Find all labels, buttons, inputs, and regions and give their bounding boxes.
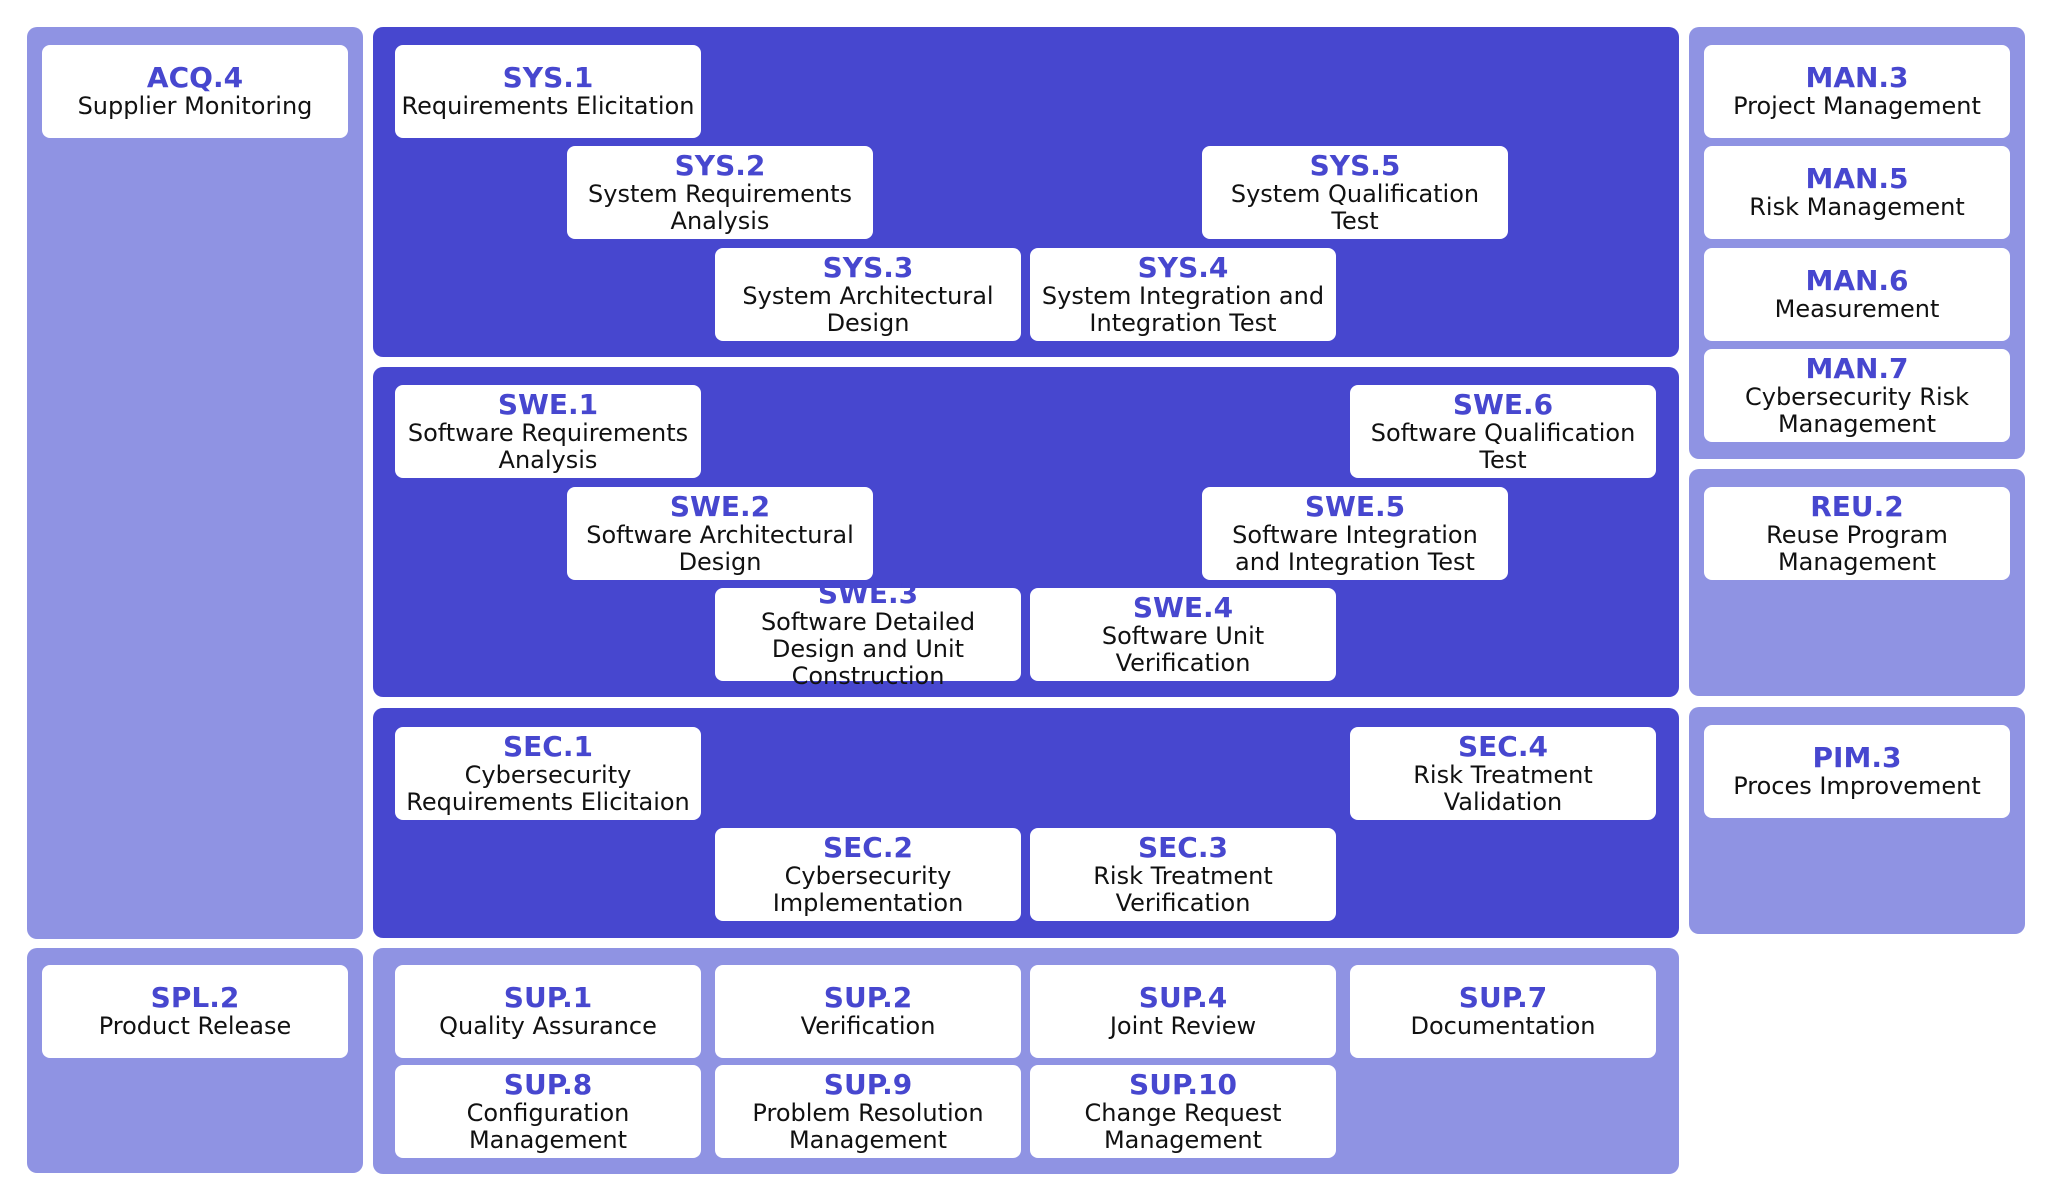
process-code: SWE.3 [817, 577, 919, 610]
process-card-sec1: SEC.1 Cybersecurity Requirements Elicita… [395, 727, 701, 820]
process-card-acq4: ACQ.4 Supplier Monitoring [42, 45, 348, 138]
process-name: Requirements Elicitation [401, 92, 695, 120]
process-card-swe3: SWE.3 Software Detailed Design and Unit … [715, 579, 1021, 690]
process-card-sec3: SEC.3 Risk Treatment Verification [1030, 828, 1336, 921]
process-card-man7: MAN.7 Cybersecurity Risk Management [1704, 349, 2010, 442]
process-card-sec2: SEC.2 Cybersecurity Implementation [715, 828, 1021, 921]
process-card-sup10: SUP.10 Change Request Management [1030, 1065, 1336, 1158]
process-card-reu2: REU.2 Reuse Program Management [1704, 487, 2010, 580]
process-name: Software Detailed Design and Unit Constr… [760, 608, 976, 690]
process-name: Project Management [1733, 92, 1981, 120]
process-card-sys5: SYS.5 System Qualification Test [1202, 146, 1508, 239]
process-code: PIM.3 [1812, 741, 1902, 774]
process-code: SUP.2 [823, 981, 913, 1014]
process-card-sys4: SYS.4 System Integration and Integration… [1030, 248, 1336, 341]
process-card-sys3: SYS.3 System Architectural Design [715, 248, 1021, 341]
process-name: Measurement [1774, 295, 1940, 323]
process-name: Software Architectural Design [586, 520, 854, 576]
process-card-sys2: SYS.2 System Requirements Analysis [567, 146, 873, 239]
process-card-man5: MAN.5 Risk Management [1704, 146, 2010, 239]
process-code: SUP.8 [503, 1067, 593, 1101]
process-name: Verification [800, 1012, 936, 1040]
process-name: Risk Treatment Verification [1093, 861, 1273, 917]
process-name: Cybersecurity Risk Management [1744, 382, 1970, 438]
process-code: SWE.1 [497, 387, 599, 421]
process-code: SUP.4 [1138, 981, 1228, 1014]
process-card-sup8: SUP.8 Configuration Management [395, 1065, 701, 1158]
process-code: SEC.2 [823, 830, 913, 864]
process-name: Risk Management [1749, 193, 1965, 221]
process-code: MAN.3 [1805, 61, 1909, 94]
process-card-sup7: SUP.7 Documentation [1350, 965, 1656, 1058]
process-name: Software Requirements Analysis [407, 418, 689, 474]
process-code: SUP.10 [1129, 1067, 1237, 1101]
process-name: Supplier Monitoring [77, 92, 313, 120]
process-card-sup9: SUP.9 Problem Resolution Management [715, 1065, 1021, 1158]
process-card-swe6: SWE.6 Software Qualification Test [1350, 385, 1656, 478]
process-code: SWE.4 [1132, 590, 1234, 624]
process-name: Problem Resolution Management [752, 1098, 984, 1154]
process-name: Software Qualification Test [1370, 418, 1636, 474]
process-name: Cybersecurity Implementation [772, 861, 964, 917]
process-code: ACQ.4 [146, 61, 244, 94]
process-code: SUP.9 [823, 1067, 913, 1101]
process-card-sup4: SUP.4 Joint Review [1030, 965, 1336, 1058]
process-name: Software Integration and Integration Tes… [1232, 520, 1478, 576]
process-name: System Integration and Integration Test [1041, 281, 1325, 337]
process-card-swe4: SWE.4 Software Unit Verification [1030, 588, 1336, 681]
process-code: SEC.1 [503, 729, 593, 763]
process-name: System Qualification Test [1230, 179, 1480, 235]
process-code: SUP.7 [1458, 981, 1548, 1014]
process-name: Configuration Management [466, 1098, 630, 1154]
process-name: Change Request Management [1084, 1098, 1282, 1154]
process-code: SYS.5 [1309, 148, 1401, 182]
process-card-sec4: SEC.4 Risk Treatment Validation [1350, 727, 1656, 820]
process-code: MAN.5 [1805, 162, 1909, 195]
process-name: Reuse Program Management [1766, 520, 1948, 576]
process-code: SYS.2 [674, 148, 766, 182]
process-name: Quality Assurance [439, 1012, 657, 1040]
process-code: SYS.1 [502, 61, 594, 94]
process-code: MAN.7 [1805, 351, 1909, 385]
process-code: SYS.4 [1137, 250, 1229, 284]
process-code: SPL.2 [150, 981, 240, 1014]
process-code: SWE.2 [669, 489, 771, 523]
process-name: Cybersecurity Requirements Elicitaion [406, 760, 690, 816]
process-card-swe2: SWE.2 Software Architectural Design [567, 487, 873, 580]
process-card-sys1: SYS.1 Requirements Elicitation [395, 45, 701, 138]
process-code: SYS.3 [822, 250, 914, 284]
process-card-swe1: SWE.1 Software Requirements Analysis [395, 385, 701, 478]
process-name: Software Unit Verification [1101, 621, 1265, 677]
process-name: System Requirements Analysis [588, 179, 852, 235]
process-card-spl2: SPL.2 Product Release [42, 965, 348, 1058]
process-name: Product Release [98, 1012, 292, 1040]
process-code: MAN.6 [1805, 264, 1909, 297]
process-name: Proces Improvement [1733, 772, 1981, 800]
process-card-swe5: SWE.5 Software Integration and Integrati… [1202, 487, 1508, 580]
process-name: Documentation [1410, 1012, 1596, 1040]
process-name: Joint Review [1109, 1012, 1257, 1040]
acquisition-panel [27, 27, 363, 939]
process-card-sup2: SUP.2 Verification [715, 965, 1021, 1058]
process-card-man6: MAN.6 Measurement [1704, 248, 2010, 341]
process-code: SWE.6 [1452, 387, 1554, 421]
process-card-sup1: SUP.1 Quality Assurance [395, 965, 701, 1058]
process-card-man3: MAN.3 Project Management [1704, 45, 2010, 138]
process-code: SEC.4 [1458, 729, 1548, 763]
process-code: SEC.3 [1138, 830, 1228, 864]
process-name: System Architectural Design [742, 281, 994, 337]
process-name: Risk Treatment Validation [1413, 760, 1593, 816]
process-card-pim3: PIM.3 Proces Improvement [1704, 725, 2010, 818]
process-code: REU.2 [1810, 489, 1904, 523]
process-code: SWE.5 [1304, 489, 1406, 523]
process-code: SUP.1 [503, 981, 593, 1014]
